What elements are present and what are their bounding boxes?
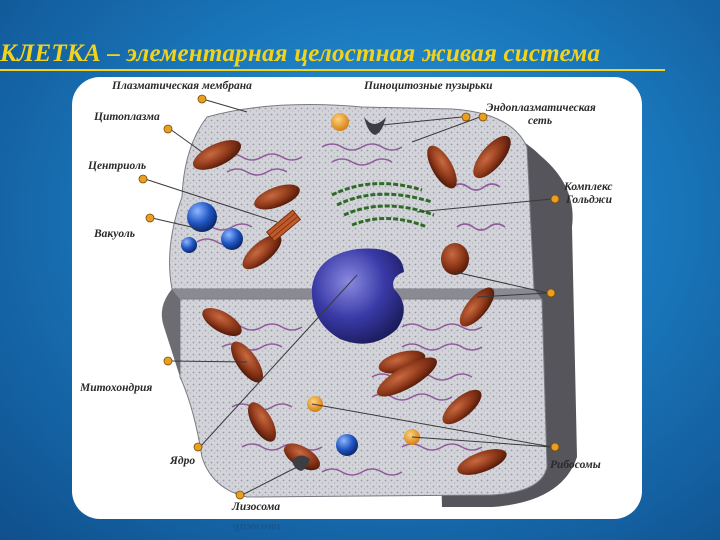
label-er-line2: сеть <box>528 115 553 127</box>
mitochondrion <box>442 389 482 425</box>
label-lysosome: Лизосома <box>232 501 281 513</box>
mitochondrion <box>457 449 507 475</box>
lysosome <box>331 113 349 131</box>
vacuole <box>221 228 243 250</box>
label-er-line1: Эндоплазматическая <box>486 102 596 114</box>
mitochondrion <box>441 243 469 275</box>
pinocytic-vesicle <box>364 117 386 135</box>
mitochondrion <box>202 308 242 336</box>
lysosome <box>307 396 323 412</box>
vacuole <box>336 434 358 456</box>
label-plasma-membrane: Плазматическая мембрана <box>112 80 252 92</box>
vacuole <box>181 237 197 253</box>
centriole <box>265 209 302 242</box>
label-mitochondrion: Митохондрия <box>80 382 153 394</box>
mitochondrion <box>377 357 437 397</box>
title-underline <box>0 69 665 71</box>
vacuole <box>187 202 217 232</box>
mitochondrion <box>427 145 457 189</box>
nucleus <box>311 248 404 344</box>
cell-left-edge <box>161 289 180 377</box>
label-centriole: Центриоль <box>88 160 147 172</box>
cell-lower <box>179 298 548 498</box>
label-golgi-line2: Гольджи <box>566 194 613 206</box>
label-markers <box>138 94 560 500</box>
cell-diagram <box>138 94 577 507</box>
label-golgi-line1: Комплекс <box>564 181 613 193</box>
label-lysosome-reflection: Лизосома <box>232 521 281 533</box>
mitochondrion <box>248 402 276 442</box>
mitochondria-group <box>192 135 511 475</box>
label-pinocytic-vesicles: Пиноцитозные пузырьки <box>364 80 493 92</box>
mitochondrion <box>192 140 242 170</box>
slide-title: КЛЕТКА – элементарная целостная живая си… <box>0 40 601 67</box>
leader-lines <box>144 99 553 496</box>
label-cytoplasm: Цитоплазма <box>94 111 160 123</box>
label-nucleus: Ядро <box>170 455 196 467</box>
mitochondrion <box>254 184 300 210</box>
mitochondrion <box>459 287 495 327</box>
mitochondrion <box>242 234 282 270</box>
mitochondrion <box>473 135 511 179</box>
diagram-panel: Плазматическая мембрана Пиноцитозные пуз… <box>72 77 642 519</box>
label-ribosomes: Рибосомы <box>550 459 601 471</box>
label-vacuole: Вакуоль <box>94 228 135 240</box>
